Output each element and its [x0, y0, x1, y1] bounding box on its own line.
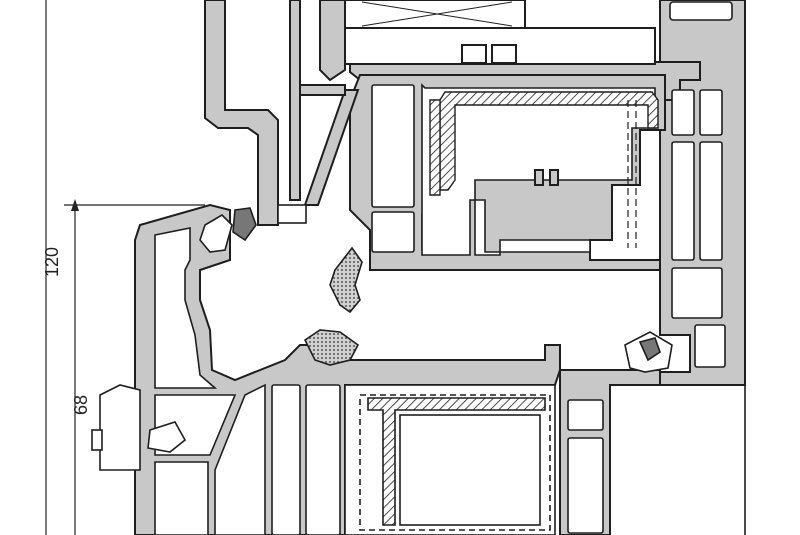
left-frame-upper-leg [204, 0, 279, 226]
lower-reinforcement [344, 384, 556, 535]
lower-left-gasket [147, 421, 187, 453]
lower-sash-chambers [154, 227, 341, 535]
dimension-lines [45, 0, 205, 535]
total-height-label: 120 [42, 247, 62, 277]
left-frame-lip [319, 0, 346, 82]
sash-height-label: 68 [71, 395, 91, 415]
hardware-bracket [91, 384, 141, 471]
left-gasket-inner [232, 207, 257, 242]
center-seal-gasket [329, 246, 363, 314]
diagonal-struts [299, 84, 360, 206]
reinforcement-side [429, 99, 441, 196]
dimension-arrow [71, 199, 79, 211]
hinge-block [99, 384, 141, 471]
lower-seal-gasket [303, 329, 360, 366]
gaskets [147, 207, 673, 453]
frame-chambers [567, 1, 733, 534]
left-frame-web [289, 0, 301, 201]
left-frame-profile [204, 0, 346, 226]
sash-lips [534, 169, 559, 186]
top-glazing-unit [344, 0, 656, 65]
left-gasket-outer [199, 213, 233, 253]
spacer-block [277, 204, 307, 224]
lower-reinforcement-channel [367, 397, 546, 526]
